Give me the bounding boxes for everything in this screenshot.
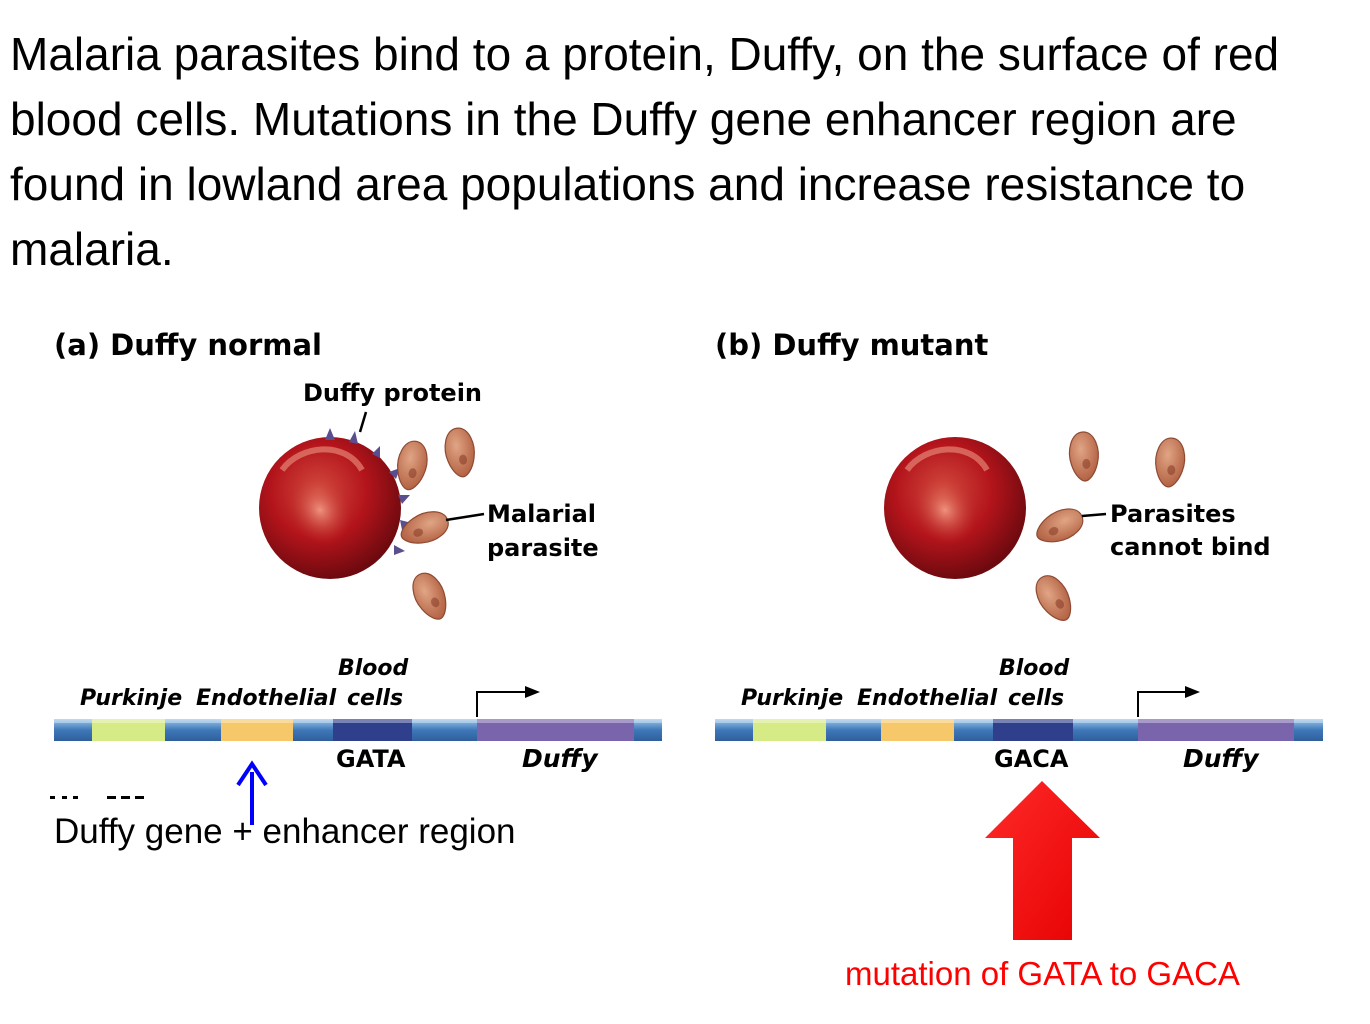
panel-a-title: (a) Duffy normal (54, 328, 322, 362)
duffy-gene-label-b: Duffy (1183, 744, 1259, 773)
purkinje-region-b (753, 719, 826, 741)
gaca-label: GACA (994, 745, 1069, 773)
promoter-arrow-b (1137, 691, 1192, 717)
figure-caption-fragment (50, 796, 144, 799)
endothelial-region-a (221, 719, 293, 741)
duffy-protein-label: Duffy protein (303, 379, 483, 407)
parasite-leader-b (1081, 512, 1107, 518)
gata-label: GATA (336, 745, 406, 773)
gene-strand-b (715, 719, 1323, 741)
cannot-bind-label: cannot bind (1110, 533, 1271, 561)
blue-up-arrow (236, 760, 268, 825)
parasite-label: parasite (487, 534, 599, 562)
red-up-arrow (985, 781, 1100, 940)
blood-cells-region-b (993, 719, 1073, 741)
mutation-caption: mutation of GATA to GACA (845, 955, 1240, 992)
malarial-parasites-a (392, 425, 479, 626)
endothelial-region-b (881, 719, 954, 741)
purkinje-region-a (92, 719, 165, 741)
endothelial-label-b: Endothelial (857, 686, 998, 711)
parasites-label: Parasites (1110, 500, 1236, 528)
malarial-label: Malarial (487, 500, 596, 528)
headline: Malaria parasites bind to a protein, Duf… (10, 28, 1280, 275)
cells-label-b: cells (1008, 686, 1065, 711)
duffy-gene-region-b (1138, 719, 1294, 741)
red-blood-cell-a (259, 437, 401, 579)
red-blood-cell-b (884, 437, 1026, 579)
blood-label-a: Blood (338, 656, 409, 681)
duffy-gene-label-a: Duffy (522, 744, 598, 773)
gene-enhancer-caption: Duffy gene + enhancer region (54, 812, 516, 851)
promoter-arrow-a (476, 691, 532, 717)
endothelial-label-a: Endothelial (196, 686, 337, 711)
purkinje-label-b: Purkinje (741, 686, 844, 711)
cells-label-a: cells (347, 686, 404, 711)
blood-label-b: Blood (999, 656, 1070, 681)
duffy-gene-region-a (477, 719, 634, 741)
blood-cells-region-a (333, 719, 412, 741)
purkinje-label-a: Purkinje (80, 686, 183, 711)
panel-b-title: (b) Duffy mutant (715, 328, 989, 362)
gene-strand-a (54, 719, 662, 741)
parasite-leader-a (445, 512, 485, 522)
duffy-protein-leader (358, 411, 368, 433)
